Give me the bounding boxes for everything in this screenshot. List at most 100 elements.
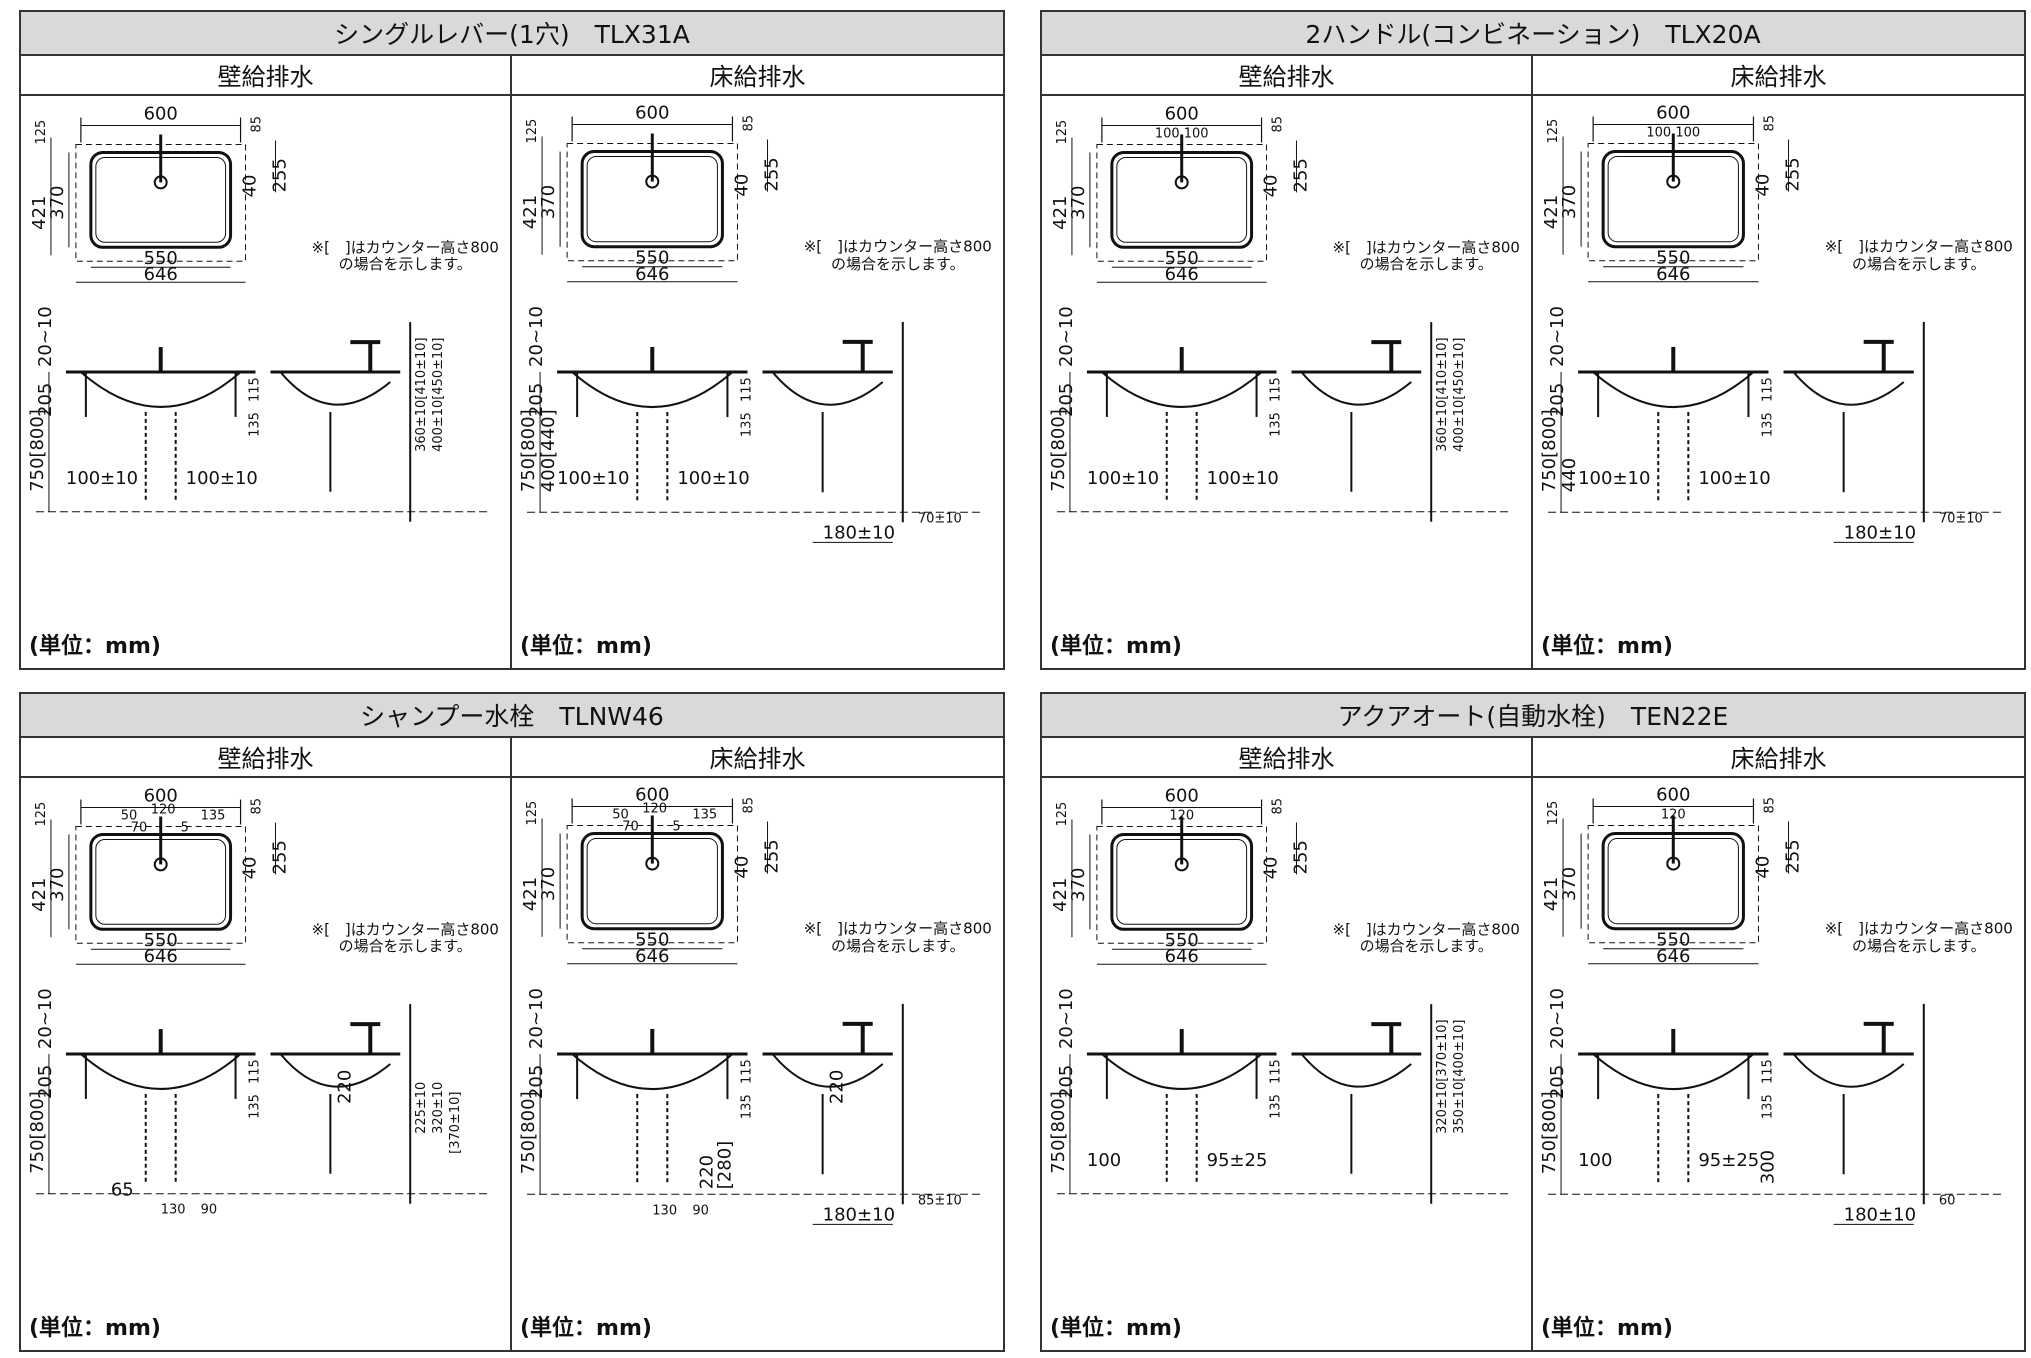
dim-421: 421 [1541, 195, 1562, 229]
dim-5: 5 [672, 820, 680, 835]
dim-550: 550 [635, 930, 669, 951]
note-line-1: ※[ ]はカウンター高さ800 [1333, 920, 1520, 938]
dim-255: 255 [762, 157, 783, 191]
dim-bottom-left: 100±10 [1578, 468, 1650, 489]
dim-bottom-left: 100 [1087, 1150, 1121, 1171]
dim-125: 125 [1546, 119, 1561, 144]
dim-120: 120 [151, 803, 176, 818]
dim-85: 85 [741, 115, 756, 132]
dim-125: 125 [34, 802, 49, 827]
dim-v1: 360±10[410±10] [414, 337, 429, 451]
dim-115: 115 [1269, 377, 1284, 402]
column-heading: 壁給排水 [21, 736, 510, 778]
dim-50: 50 [121, 809, 138, 824]
side-bowl [279, 371, 391, 406]
column-heading: 壁給排水 [21, 54, 510, 96]
dim-646: 646 [1165, 264, 1199, 285]
side-bowl [1300, 1053, 1412, 1088]
dim-550: 550 [1656, 930, 1690, 951]
dim-750-800: 750[800] [518, 409, 539, 492]
side-elevation: 360±10[410±10]400±10[450±10] [270, 322, 446, 522]
dim-120: 120 [642, 801, 667, 816]
dim-20-10: 20~10 [1056, 988, 1077, 1049]
bowl-profile [1101, 1053, 1263, 1090]
dim-135: 135 [1269, 412, 1284, 437]
dim-bottom-right: 100±10 [1698, 468, 1770, 489]
dim-85: 85 [1271, 798, 1286, 815]
column-heading: 壁給排水 [1042, 736, 1531, 778]
dim-600: 600 [144, 786, 178, 807]
dim-v2: 320±10 [431, 1082, 446, 1134]
unit-label: (単位：mm) [1050, 1316, 1182, 1341]
dim-20-10: 20~10 [1547, 306, 1568, 367]
dim-255: 255 [1290, 840, 1311, 874]
dim-floor-offset: 60 [1939, 1193, 1956, 1208]
dim-205: 205 [1056, 383, 1077, 417]
dim-40: 40 [240, 175, 261, 198]
bowl-profile [1592, 371, 1755, 409]
dim-120: 120 [1169, 809, 1194, 824]
dim-100-100: 100 100 [1646, 126, 1700, 141]
dim-646: 646 [1656, 264, 1690, 285]
note-line-2: の場合を示します。 [1852, 255, 1986, 273]
dim-205: 205 [526, 1065, 547, 1099]
dim-85: 85 [1271, 116, 1286, 133]
dim-646: 646 [144, 946, 178, 967]
dim-421: 421 [1541, 877, 1562, 911]
dim-255: 255 [1783, 157, 1804, 191]
dim-400-440: 400[440] [538, 409, 559, 492]
dim-750-800: 750[800] [1539, 1091, 1560, 1174]
dim-135: 135 [248, 412, 263, 437]
dim-115: 115 [248, 1059, 263, 1084]
dim-421: 421 [1050, 196, 1071, 230]
dim-550: 550 [1656, 248, 1690, 269]
dim-85: 85 [1762, 797, 1777, 814]
dim-646: 646 [635, 946, 669, 967]
dim-255: 255 [1290, 158, 1311, 192]
dim-90: 90 [692, 1203, 709, 1218]
panel-title: 2ハンドル(コンビネーション) TLX20A [1042, 12, 2024, 56]
dim-646: 646 [1656, 946, 1690, 967]
dim-370: 370 [47, 186, 68, 220]
dim-600: 600 [1656, 102, 1690, 123]
dim-125: 125 [1546, 801, 1561, 826]
dim-v1: 320±10[370±10] [1435, 1019, 1450, 1133]
dim-600: 600 [635, 102, 669, 123]
dim-220-floor: 220 [696, 1155, 717, 1189]
note-line-2: の場合を示します。 [1360, 937, 1493, 955]
dim-40: 40 [1261, 175, 1282, 198]
dim-600: 600 [1165, 786, 1199, 807]
dim-125: 125 [1055, 120, 1070, 145]
dim-255: 255 [269, 158, 290, 192]
bowl-profile [80, 1053, 242, 1090]
dim-120: 120 [1661, 808, 1686, 823]
dim-180: 180±10 [1844, 522, 1916, 543]
dim-115: 115 [1760, 1059, 1775, 1084]
note-line-1: ※[ ]はカウンター高さ800 [804, 920, 992, 938]
dim-115: 115 [1269, 1059, 1284, 1084]
dim-421: 421 [29, 196, 50, 230]
dim-20-10: 20~10 [1547, 988, 1568, 1049]
note-line-2: の場合を示します。 [1852, 937, 1986, 955]
dim-135: 135 [248, 1094, 263, 1119]
dim-125: 125 [34, 120, 49, 145]
dim-40: 40 [1261, 857, 1282, 880]
dim-bottom-left: 100 [1578, 1150, 1612, 1171]
dim-bottom-left: 100±10 [557, 468, 629, 489]
dim-90: 90 [201, 1203, 218, 1218]
dim-421: 421 [29, 878, 50, 912]
dim-750-800: 750[800] [1539, 409, 1560, 492]
dim-bottom-right: 100±10 [677, 468, 749, 489]
